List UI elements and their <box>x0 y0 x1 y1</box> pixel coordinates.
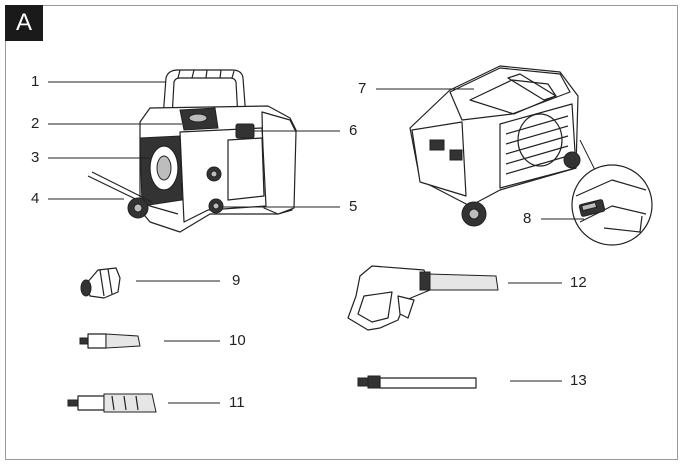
callout-2: 2 <box>31 115 40 132</box>
callout-3: 3 <box>31 149 40 166</box>
detail-magnifier <box>571 164 653 246</box>
callout-8: 8 <box>523 210 532 227</box>
callout-13: 13 <box>570 372 587 389</box>
rear-handle-bar <box>507 73 557 101</box>
callout-11: 11 <box>229 394 245 411</box>
water-outlet-core <box>212 202 220 210</box>
hose-connector-part <box>80 267 121 299</box>
rear-front-face <box>499 103 577 189</box>
lance-holder-rod-edge <box>91 171 153 203</box>
connector-body <box>85 267 121 299</box>
callout-5: 5 <box>349 198 358 215</box>
detail-contour <box>575 179 647 223</box>
extension-lance-part <box>357 375 477 389</box>
front-recess <box>227 137 265 201</box>
callout-9: 9 <box>232 272 241 289</box>
rear-wheel-right <box>563 151 581 169</box>
rear-hose-reel <box>517 113 563 167</box>
leader-lines <box>48 81 584 404</box>
rear-wheel-left-hub <box>468 208 480 220</box>
detail-edge <box>603 215 643 233</box>
rear-side-panel <box>411 121 467 197</box>
lance-tip <box>357 377 369 387</box>
gun-lance <box>427 273 499 291</box>
callout-10: 10 <box>229 332 246 349</box>
lance-tube <box>379 377 477 389</box>
callout-4: 4 <box>31 190 40 207</box>
turbo-nozzle-part <box>67 393 157 413</box>
side-panel <box>261 111 297 215</box>
nozzle-collar <box>87 333 107 349</box>
callout-1: 1 <box>31 73 40 90</box>
lance-holder-rod <box>87 175 179 215</box>
on-off-switch <box>235 123 255 139</box>
front-wheel-hub <box>133 203 143 213</box>
pressure-washer-front-view <box>87 69 297 233</box>
nozzle-part <box>79 333 141 349</box>
callout-12: 12 <box>570 274 587 291</box>
turbo-tip <box>67 399 79 407</box>
handle-grip-ribs <box>177 69 235 79</box>
turbo-collar <box>77 395 105 411</box>
nozzle-body <box>105 333 141 349</box>
spray-gun-part <box>347 265 499 331</box>
turbo-body <box>103 393 157 413</box>
section-label: A <box>5 5 43 41</box>
rear-vent-1 <box>429 139 445 151</box>
hose-coil-hub <box>156 155 172 181</box>
lance-fitting <box>367 375 381 389</box>
gun-coupling <box>419 271 431 291</box>
rear-slats <box>505 115 569 175</box>
water-inlet-core <box>210 170 218 178</box>
nozzle-tip <box>79 337 89 345</box>
turbo-grooves <box>111 395 139 411</box>
rear-handle-frame <box>469 79 557 115</box>
detail-latch-highlight <box>581 201 598 212</box>
diagram-frame <box>5 5 678 460</box>
gun-grip-hole <box>357 291 393 323</box>
filler-cap <box>188 113 208 123</box>
connector-ridges <box>99 268 113 297</box>
callout-7: 7 <box>358 80 367 97</box>
gun-trigger <box>397 295 415 319</box>
rear-vent-2 <box>449 149 463 161</box>
connector-mouth <box>80 279 92 297</box>
callout-6: 6 <box>349 122 358 139</box>
pressure-washer-rear-view <box>409 65 653 246</box>
rear-top-panel <box>449 67 571 121</box>
